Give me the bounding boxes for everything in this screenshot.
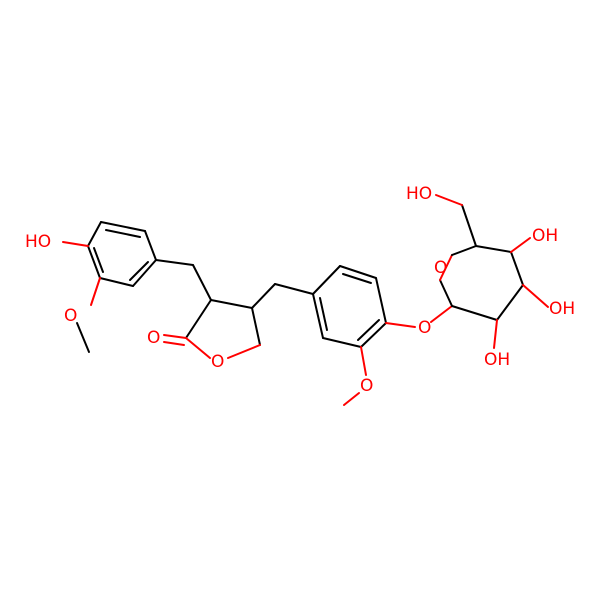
glycoside-o-label: O — [418, 318, 431, 338]
left-substituents — [62, 241, 194, 353]
phenol-oh-label: HO — [25, 232, 51, 252]
right-substituents — [343, 322, 416, 406]
lactone-ring-o-label: O — [211, 352, 224, 372]
lactone-ring — [163, 264, 314, 359]
sugar-ring-o-label: O — [434, 258, 447, 278]
left-aryl-ring — [87, 221, 157, 287]
right-aryl-ring — [312, 265, 387, 348]
ch2oh-label: HO — [406, 184, 432, 204]
sugar-ring — [430, 194, 549, 349]
sugar-oh-mid-label: OH — [549, 299, 575, 319]
methoxy-left-o-label: O — [64, 306, 77, 326]
sugar-oh-top-label: OH — [532, 226, 558, 246]
sugar-oh-bottom-label: OH — [484, 350, 510, 370]
atom-labels: HO O O O O O O HO OH OH OH — [25, 184, 575, 396]
carbonyl-o-label: O — [147, 328, 160, 348]
methoxy-right-o-label: O — [360, 376, 373, 396]
